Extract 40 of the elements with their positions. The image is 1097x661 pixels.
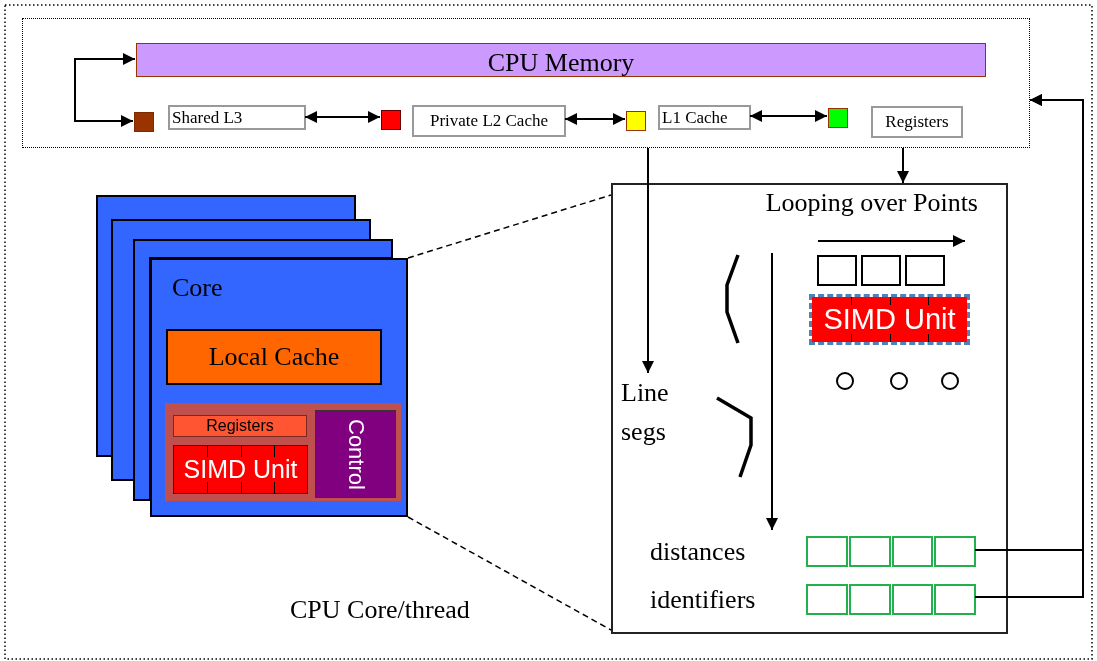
execution-panel — [165, 403, 401, 501]
point-slot — [817, 255, 857, 286]
core-card — [150, 258, 408, 517]
zoom-line — [407, 516, 612, 631]
arrow — [642, 147, 654, 374]
array-label: distances — [650, 538, 746, 567]
memory-bar: CPU Memory — [136, 43, 986, 77]
cache-level-label: Private L2 Cache — [412, 105, 566, 137]
control-block: Control — [315, 410, 396, 498]
point-marker-circle — [836, 372, 854, 390]
array-label: identifiers — [650, 586, 756, 615]
arrow — [564, 113, 626, 125]
point-marker-circle — [890, 372, 908, 390]
simd-unit-bar: SIMD Unit — [173, 445, 308, 494]
result-array — [806, 536, 977, 567]
caption-text: CPU Core/thread — [290, 596, 470, 625]
cache-color-square — [828, 108, 848, 128]
loop-detail-panel — [611, 183, 1008, 634]
line-segs-label: Line segs — [621, 375, 685, 449]
panel-heading: Core — [172, 274, 223, 303]
arrow — [74, 53, 136, 127]
arrow — [749, 110, 828, 122]
arrow — [897, 147, 909, 184]
registers-bar: Registers — [173, 415, 307, 437]
memory-hierarchy-frame — [22, 18, 1030, 148]
cache-color-square — [134, 112, 154, 132]
point-slot — [905, 255, 945, 286]
arrow — [304, 111, 381, 123]
point-marker-circle — [941, 372, 959, 390]
cache-color-square — [626, 111, 646, 131]
zoom-line — [407, 194, 612, 259]
cache-level-label: L1 Cache — [658, 105, 751, 130]
cache-level-label: Shared L3 — [168, 105, 306, 130]
simd-unit-bar: SIMD Unit — [812, 297, 967, 342]
cache-color-square — [381, 110, 401, 130]
panel-heading: Looping over Points — [765, 189, 978, 218]
point-slot — [861, 255, 901, 286]
cache-level-label: Registers — [871, 106, 963, 138]
result-array — [806, 584, 977, 615]
local-cache-bar: Local Cache — [166, 329, 382, 385]
